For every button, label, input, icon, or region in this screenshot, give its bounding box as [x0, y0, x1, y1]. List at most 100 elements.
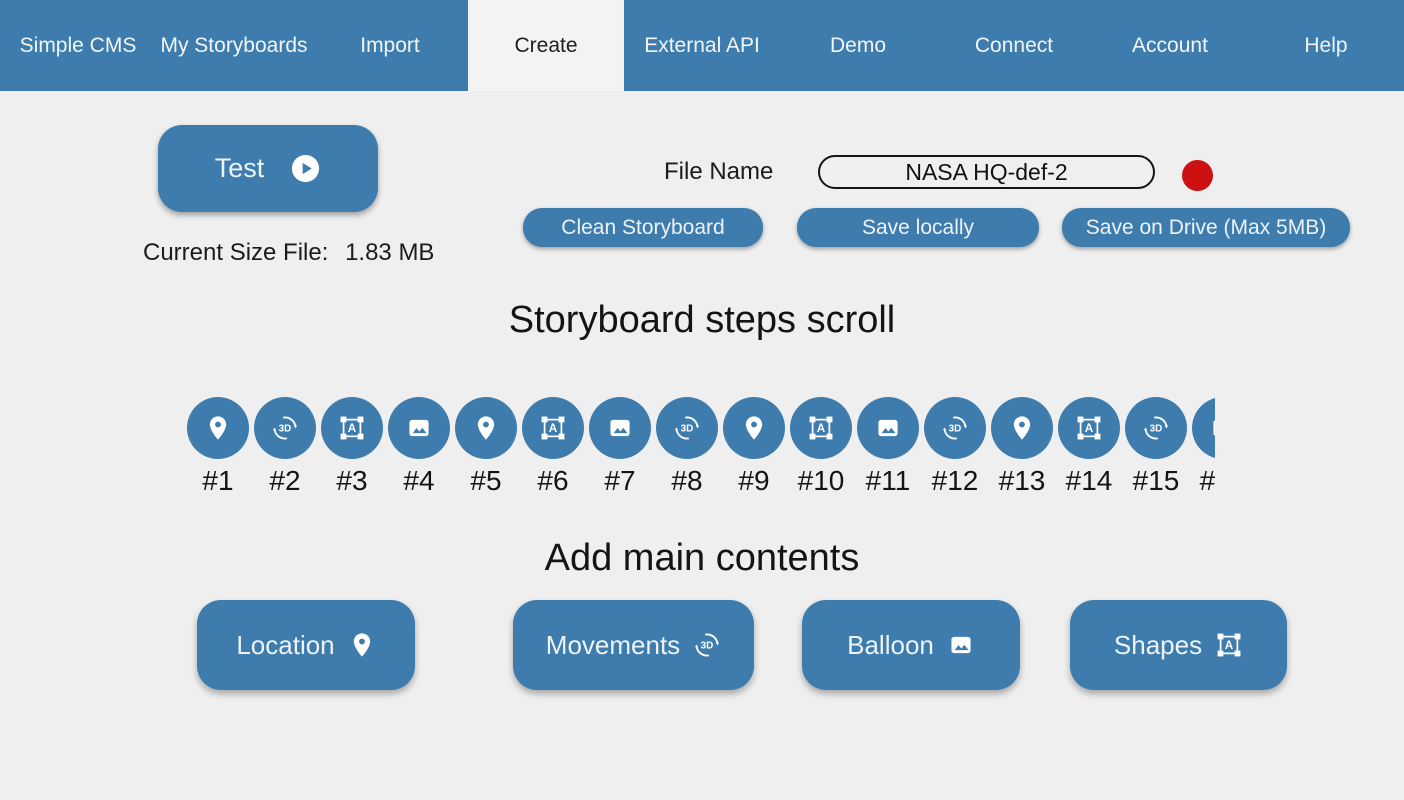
- nav-item-simple-cms[interactable]: Simple CMS: [19, 33, 137, 57]
- file-name-input[interactable]: [818, 155, 1155, 189]
- storyboard-step: A #6: [522, 397, 584, 497]
- add-button-label: Movements: [545, 629, 681, 660]
- location-pin-icon: [1008, 414, 1036, 442]
- storyboard-step: #16: [1192, 397, 1215, 497]
- nav-item-create[interactable]: Create: [468, 0, 624, 91]
- current-size-line: Current Size File: 1.83 MB: [143, 239, 463, 267]
- svg-text:3D: 3D: [279, 424, 292, 435]
- top-nav: Simple CMS My Storyboards Import Create Exte…: [0, 0, 1404, 91]
- step--5-button[interactable]: [455, 397, 517, 459]
- step-label: #16: [1199, 465, 1215, 496]
- rotate-3d-icon: 3D: [1142, 414, 1170, 442]
- step--15-button[interactable]: 3D: [1125, 397, 1187, 459]
- step-label: #3: [336, 465, 368, 496]
- step--12-button[interactable]: 3D: [924, 397, 986, 459]
- location-pin-icon: [204, 414, 232, 442]
- add-shapes-button[interactable]: Shapes A: [1070, 600, 1287, 690]
- storyboard-step: #11: [857, 397, 919, 497]
- save-on-drive-button[interactable]: Save on Drive (Max 5MB): [1062, 208, 1350, 247]
- svg-text:3D: 3D: [949, 424, 962, 435]
- nav-item-external-api[interactable]: External API: [644, 33, 760, 57]
- step-label: #7: [604, 465, 636, 496]
- svg-text:A: A: [1085, 422, 1094, 435]
- nav-item-import[interactable]: Import: [360, 33, 420, 57]
- nav-item-account[interactable]: Account: [1132, 33, 1208, 57]
- storyboard-step: #1: [187, 397, 249, 497]
- storyboard-step: #7: [589, 397, 651, 497]
- step--2-button[interactable]: 3D: [254, 397, 316, 459]
- step--13-button[interactable]: [991, 397, 1053, 459]
- step--6-button[interactable]: A: [522, 397, 584, 459]
- step-label: #10: [797, 465, 845, 496]
- step--3-button[interactable]: A: [321, 397, 383, 459]
- format-shapes-icon: A: [1215, 631, 1243, 659]
- rotate-3d-icon: 3D: [693, 631, 721, 659]
- add-button-label: Location: [236, 629, 335, 660]
- step-label: #15: [1132, 465, 1180, 496]
- test-button[interactable]: Test: [158, 125, 378, 212]
- add-movements-button[interactable]: Movements 3D: [513, 600, 754, 690]
- current-size-value: 1.83 MB: [345, 239, 435, 266]
- nav-item-my-storyboards[interactable]: My Storyboards: [160, 33, 308, 57]
- rotate-3d-icon: 3D: [673, 414, 701, 442]
- step--11-button[interactable]: [857, 397, 919, 459]
- step--9-button[interactable]: [723, 397, 785, 459]
- svg-text:A: A: [817, 422, 826, 435]
- play-circle-icon: [290, 153, 321, 184]
- svg-text:A: A: [1225, 639, 1234, 652]
- svg-text:A: A: [348, 422, 357, 435]
- add-button-label: Balloon: [847, 629, 934, 660]
- format-shapes-icon: A: [807, 414, 835, 442]
- record-dot-indicator: [1182, 160, 1213, 191]
- storyboard-steps-heading: Storyboard steps scroll: [508, 299, 896, 341]
- current-size-label: Current Size File:: [143, 239, 329, 266]
- step--1-button[interactable]: [187, 397, 249, 459]
- nav-item-connect[interactable]: Connect: [974, 33, 1054, 57]
- svg-text:3D: 3D: [1150, 424, 1163, 435]
- step--10-button[interactable]: A: [790, 397, 852, 459]
- step-label: #5: [470, 465, 502, 496]
- save-locally-button[interactable]: Save locally: [797, 208, 1039, 247]
- storyboard-step: A #10: [790, 397, 852, 497]
- nav-item-help[interactable]: Help: [1304, 33, 1348, 57]
- nav-item-demo[interactable]: Demo: [829, 33, 887, 57]
- storyboard-step: #4: [388, 397, 450, 497]
- add-location-button[interactable]: Location: [197, 600, 415, 690]
- image-icon: [874, 414, 902, 442]
- add-balloon-button[interactable]: Balloon: [802, 600, 1020, 690]
- storyboard-step: 3D #8: [656, 397, 718, 497]
- svg-text:A: A: [549, 422, 558, 435]
- storyboard-step: #9: [723, 397, 785, 497]
- storyboard-step: A #3: [321, 397, 383, 497]
- step-label: #11: [865, 465, 911, 496]
- location-pin-icon: [348, 631, 376, 659]
- location-pin-icon: [472, 414, 500, 442]
- step--7-button[interactable]: [589, 397, 651, 459]
- step-label: #4: [403, 465, 435, 496]
- image-icon: [1209, 414, 1215, 442]
- storyboard-step: A #14: [1058, 397, 1120, 497]
- step-label: #14: [1065, 465, 1113, 496]
- rotate-3d-icon: 3D: [271, 414, 299, 442]
- storyboard-step: 3D#12: [924, 397, 986, 497]
- step-label: #9: [738, 465, 770, 496]
- step-label: #8: [671, 465, 703, 496]
- step--16-button[interactable]: [1192, 397, 1215, 459]
- step-label: #1: [202, 465, 234, 496]
- step--8-button[interactable]: 3D: [656, 397, 718, 459]
- storyboard-steps-row[interactable]: #1 3D #2 A #3 #4 #5 A #6 #7 3D #8 #9 A #10 #11 3D#12 #13 A…: [187, 397, 1215, 497]
- image-icon: [606, 414, 634, 442]
- image-icon: [405, 414, 433, 442]
- step--14-button[interactable]: A: [1058, 397, 1120, 459]
- step-label: #6: [537, 465, 569, 496]
- format-shapes-icon: A: [539, 414, 567, 442]
- step-label: #2: [269, 465, 301, 496]
- step--4-button[interactable]: [388, 397, 450, 459]
- storyboard-step: #13: [991, 397, 1053, 497]
- file-name-label: File Name: [664, 158, 774, 185]
- add-button-label: Shapes: [1113, 629, 1203, 660]
- add-main-contents-heading: Add main contents: [544, 537, 860, 579]
- clean-storyboard-button[interactable]: Clean Storyboard: [523, 208, 763, 247]
- format-shapes-icon: A: [338, 414, 366, 442]
- step-label: #13: [998, 465, 1046, 496]
